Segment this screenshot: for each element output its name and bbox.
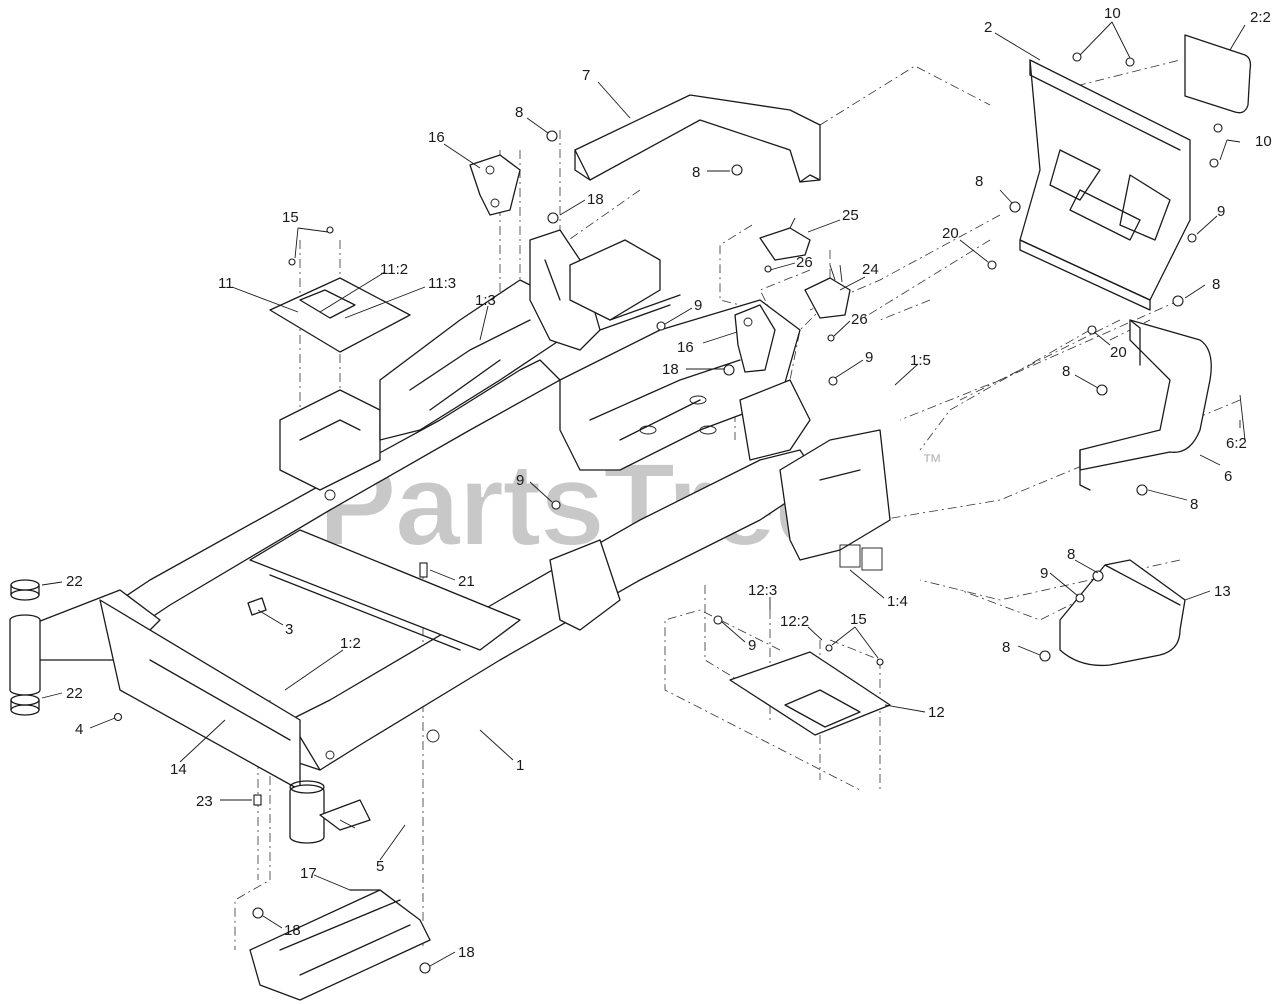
callout-16: 16 bbox=[428, 129, 445, 146]
upper-side-guard bbox=[574, 94, 821, 183]
callout-2-2: 2:2 bbox=[1250, 9, 1271, 26]
callout-6-2: 6:2 bbox=[1226, 435, 1247, 452]
callout-8: 8 bbox=[1002, 639, 1010, 656]
callout-21: 21 bbox=[458, 573, 475, 590]
callout-15: 15 bbox=[282, 209, 299, 226]
rear-fender-guard-6 bbox=[1079, 319, 1246, 491]
bracket-24 bbox=[804, 264, 851, 319]
callout-1: 1 bbox=[516, 757, 524, 774]
callout-9: 9 bbox=[865, 349, 873, 366]
callout-10: 10 bbox=[1255, 133, 1272, 150]
bracket-25 bbox=[759, 217, 811, 261]
callout-17: 17 bbox=[300, 865, 317, 882]
tray-box bbox=[569, 239, 681, 331]
callout-10: 10 bbox=[1104, 5, 1121, 22]
callout-18: 18 bbox=[458, 944, 475, 961]
callout-8: 8 bbox=[1067, 546, 1075, 563]
callout-5: 5 bbox=[376, 858, 384, 875]
callout-8: 8 bbox=[1062, 363, 1070, 380]
callout-22: 22 bbox=[66, 573, 83, 590]
callout-9: 9 bbox=[1040, 565, 1048, 582]
callout-8: 8 bbox=[692, 164, 700, 181]
callout-20: 20 bbox=[1110, 344, 1127, 361]
bracket-16-top bbox=[469, 154, 521, 216]
callout-9: 9 bbox=[516, 472, 524, 489]
cover-plate-11 bbox=[269, 277, 411, 353]
callout-1-3: 1:3 bbox=[475, 292, 496, 309]
callout-1-2: 1:2 bbox=[340, 635, 361, 652]
callout-1-5: 1:5 bbox=[910, 352, 931, 369]
callout-18: 18 bbox=[587, 191, 604, 208]
callout-12-3: 12:3 bbox=[748, 582, 777, 599]
callout-24: 24 bbox=[862, 261, 879, 278]
bracket-16-mid bbox=[734, 304, 776, 373]
callout-18: 18 bbox=[284, 922, 301, 939]
callout-1-4: 1:4 bbox=[887, 593, 908, 610]
callout-11-2: 11:2 bbox=[380, 261, 408, 278]
callout-9: 9 bbox=[1217, 203, 1225, 220]
callout-11-3: 11:3 bbox=[428, 275, 456, 292]
callout-6: 6 bbox=[1224, 468, 1232, 485]
hardware-fasteners bbox=[252, 52, 1223, 974]
watermark-trademark: ™ bbox=[922, 451, 942, 473]
cover-plate-12 bbox=[729, 651, 891, 736]
callout-3: 3 bbox=[285, 621, 293, 638]
callout-8: 8 bbox=[975, 173, 983, 190]
callout-8: 8 bbox=[1212, 276, 1220, 293]
callout-7: 7 bbox=[582, 67, 590, 84]
callout-12-2: 12:2 bbox=[780, 613, 809, 630]
callout-25: 25 bbox=[842, 207, 859, 224]
leader-lines bbox=[41, 21, 1246, 967]
main-frame bbox=[119, 229, 891, 821]
bracket-17 bbox=[249, 889, 431, 1001]
callout-2: 2 bbox=[984, 19, 992, 36]
small-parts bbox=[113, 562, 428, 806]
callout-9: 9 bbox=[748, 637, 756, 654]
callout-9: 9 bbox=[694, 297, 702, 314]
callout-4: 4 bbox=[75, 721, 83, 738]
callout-14: 14 bbox=[170, 761, 187, 778]
callout-26: 26 bbox=[796, 254, 813, 271]
callout-23: 23 bbox=[196, 793, 213, 810]
callout-8: 8 bbox=[1190, 496, 1198, 513]
callout-20: 20 bbox=[942, 225, 959, 242]
callout-11: 11 bbox=[218, 275, 234, 292]
callout-16: 16 bbox=[677, 339, 694, 356]
callout-26: 26 bbox=[851, 311, 868, 328]
front-axle-assembly bbox=[9, 579, 371, 844]
callout-labels: 2:2 10 2 10 7 8 16 8 18 15 8 9 25 20 11:… bbox=[66, 5, 1272, 961]
callout-13: 13 bbox=[1214, 583, 1231, 600]
callout-8: 8 bbox=[515, 104, 523, 121]
callout-18: 18 bbox=[662, 361, 679, 378]
rear-guard-plate bbox=[1019, 34, 1252, 311]
callout-15: 15 bbox=[850, 611, 867, 628]
side-guard-13 bbox=[1059, 559, 1186, 667]
callout-12: 12 bbox=[928, 704, 945, 721]
callout-22: 22 bbox=[66, 685, 83, 702]
